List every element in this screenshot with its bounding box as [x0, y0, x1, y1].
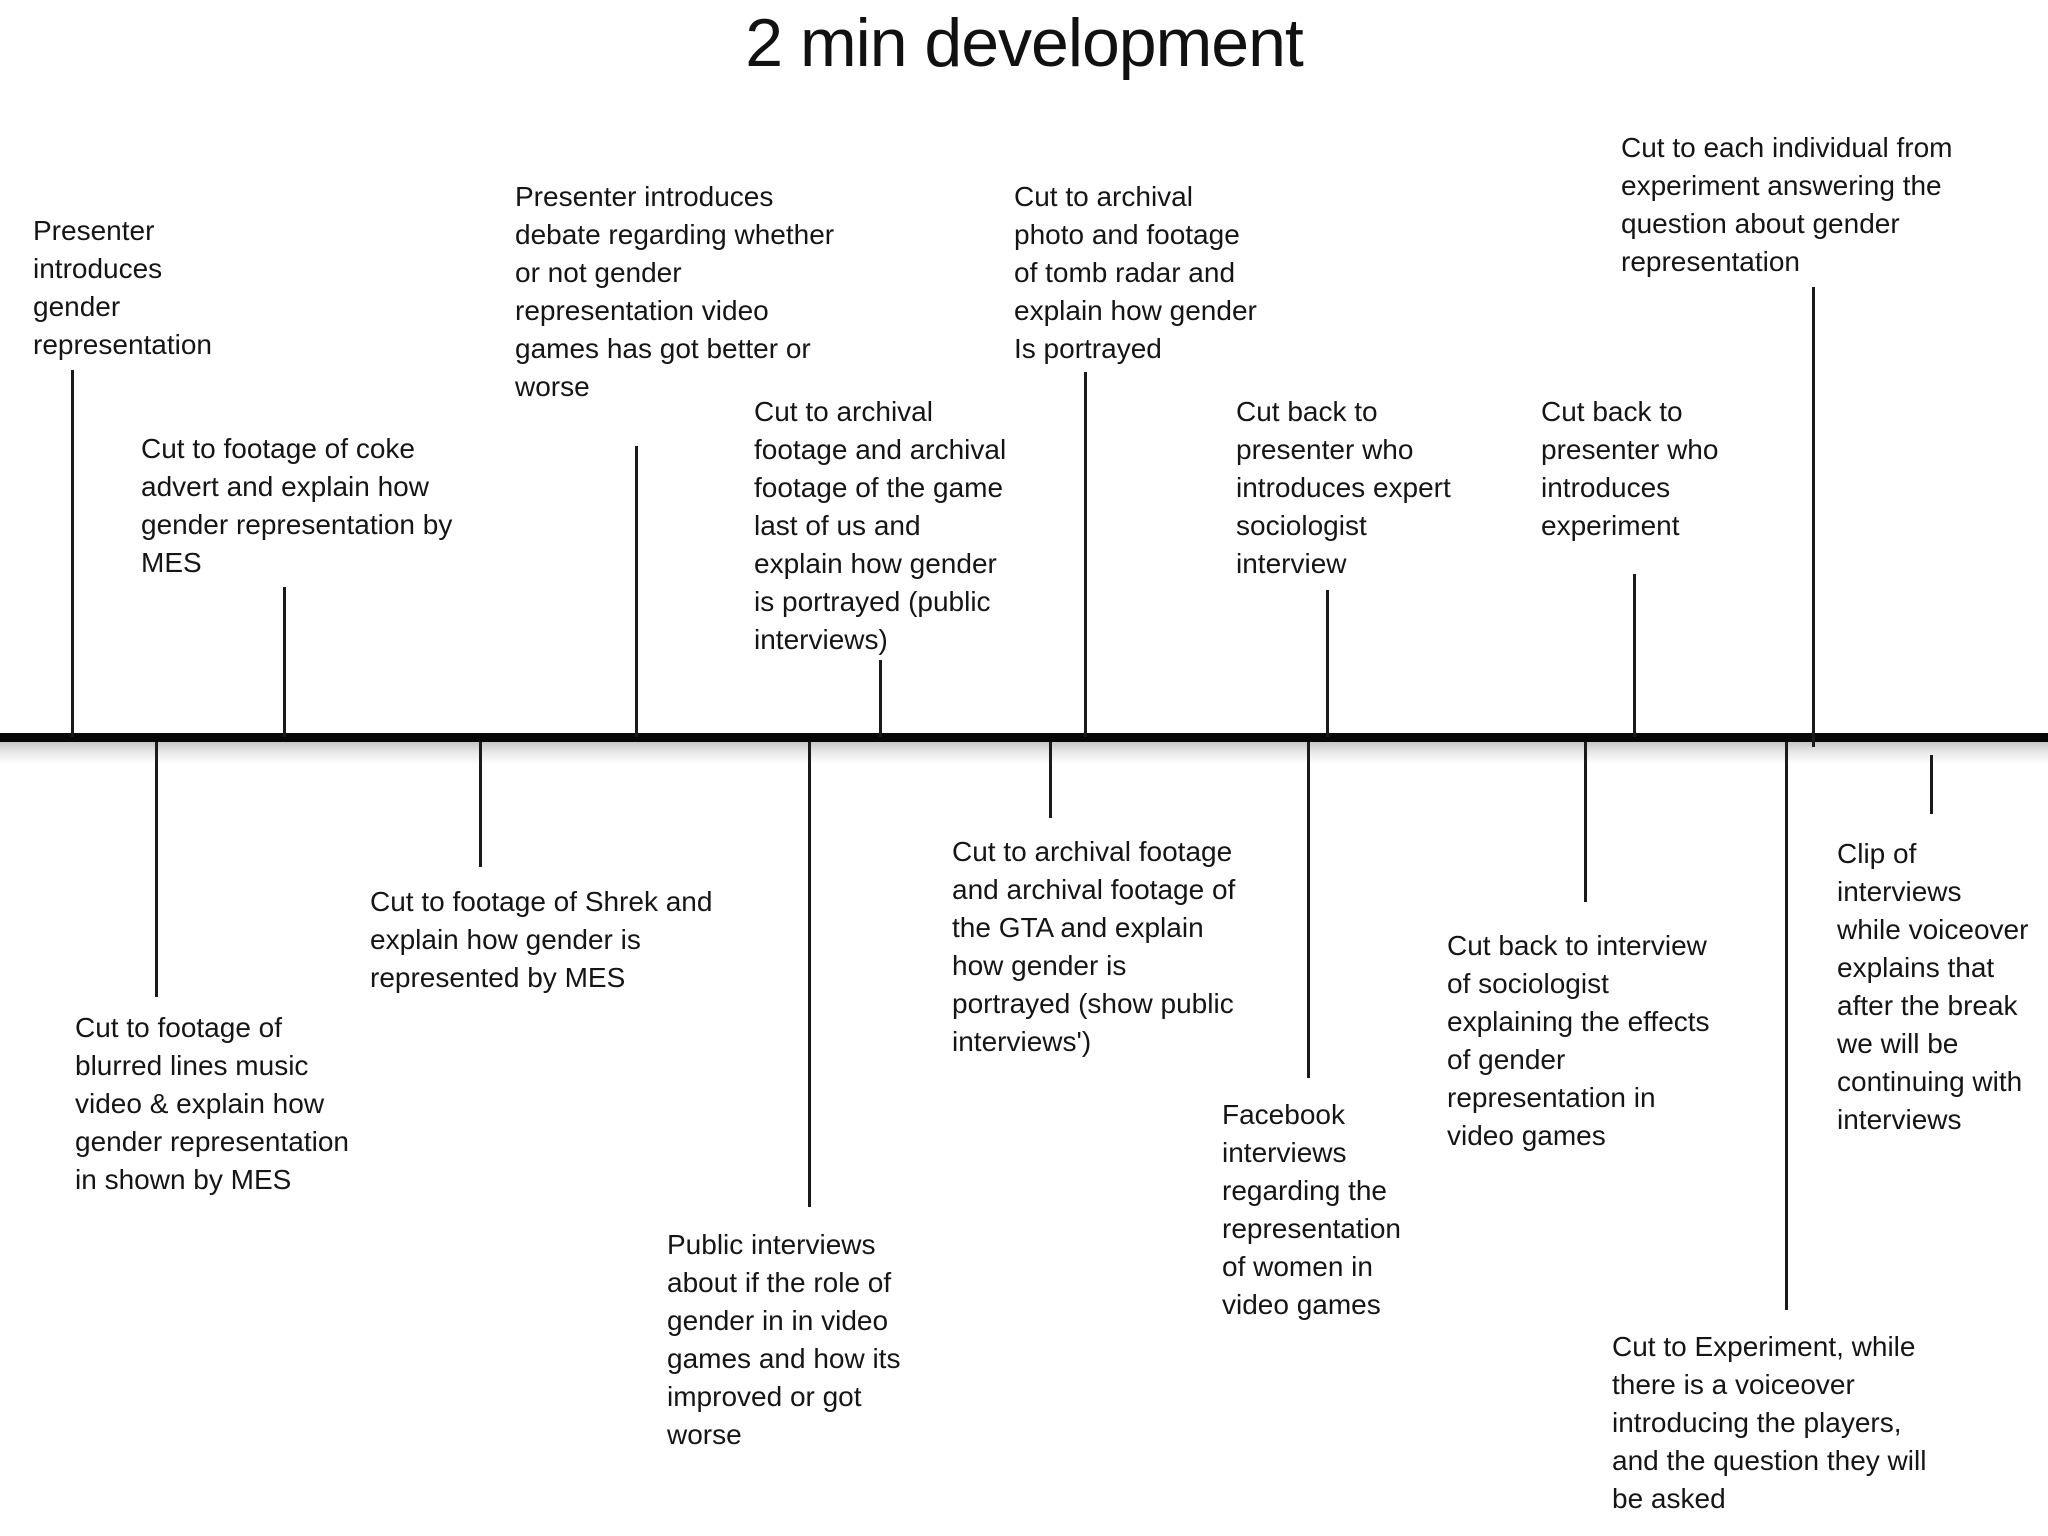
event-connector-above-6 — [1326, 590, 1329, 737]
timeline-axis — [0, 733, 2048, 742]
event-label-below-5: Facebook interviews regarding the repres… — [1222, 1099, 1402, 1320]
event-connector-below-4 — [1049, 742, 1052, 818]
event-label-above-4: Cut to archival footage and archival foo… — [754, 396, 1007, 655]
event-connector-below-6 — [1584, 742, 1587, 902]
event-connector-below-1 — [155, 742, 158, 997]
event-label-below-4: Cut to archival footage and archival foo… — [952, 836, 1236, 1057]
event-connector-above-2 — [283, 587, 286, 737]
event-label-below-3: Public interviews about if the role of g… — [667, 1229, 901, 1450]
event-label-above-2: Cut to footage of coke advert and explai… — [141, 433, 453, 578]
event-connector-above-8 — [1812, 287, 1815, 747]
event-connector-below-5 — [1307, 742, 1310, 1078]
event-label-below-2: Cut to footage of Shrek and explain how … — [370, 886, 713, 993]
event-connector-above-4 — [879, 660, 882, 737]
event-label-above-7: Cut back to presenter who introduces exp… — [1541, 396, 1719, 541]
event-connector-above-7 — [1633, 574, 1636, 737]
timeline-axis-shadow — [0, 742, 2048, 764]
event-connector-below-2 — [479, 742, 482, 867]
event-label-above-3: Presenter introduces debate regarding wh… — [515, 181, 835, 402]
event-connector-below-3 — [808, 742, 811, 1207]
event-label-above-1: Presenter introduces gender representati… — [33, 215, 213, 360]
event-label-below-7: Cut to Experiment, while there is a voic… — [1612, 1331, 1927, 1514]
page-title: 2 min development — [745, 5, 1304, 81]
event-label-below-6: Cut back to interview of sociologist exp… — [1447, 930, 1710, 1151]
event-connector-above-3 — [635, 446, 638, 737]
event-label-below-1: Cut to footage of blurred lines music vi… — [75, 1012, 349, 1195]
event-label-below-8: Clip of interviews while voiceover expla… — [1837, 838, 2029, 1135]
event-connector-above-1 — [71, 370, 74, 737]
event-connector-below-7 — [1785, 742, 1788, 1310]
event-connector-above-5 — [1084, 372, 1087, 737]
event-label-above-5: Cut to archival photo and footage of tom… — [1014, 181, 1257, 364]
event-label-above-6: Cut back to presenter who introduces exp… — [1236, 396, 1451, 579]
event-connector-below-8 — [1930, 755, 1933, 814]
event-label-above-8: Cut to each individual from experiment a… — [1621, 132, 1953, 277]
